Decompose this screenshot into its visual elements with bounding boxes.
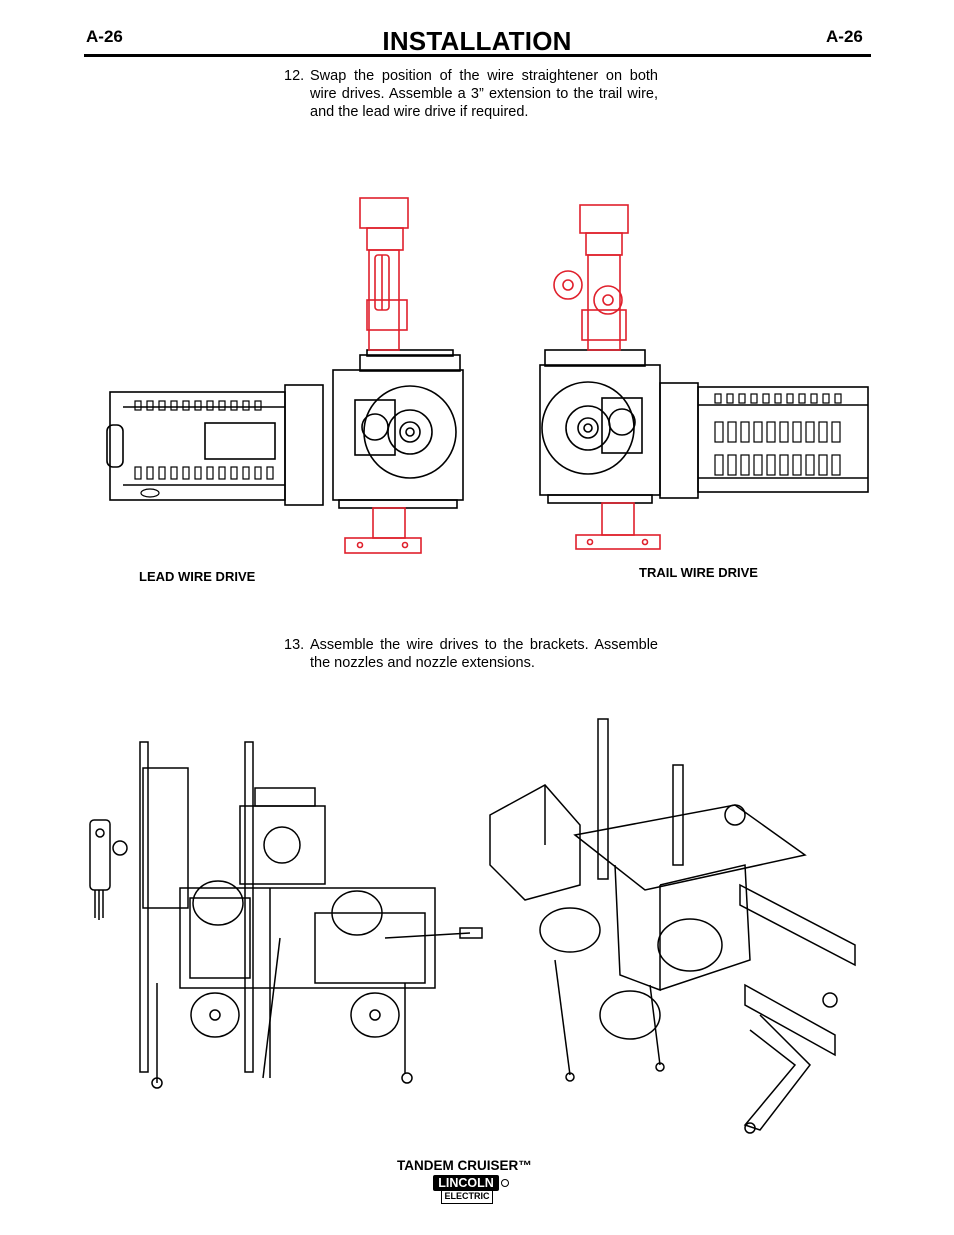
lead-wire-drive-illustration [106, 197, 464, 554]
logo-top-text: LINCOLN [433, 1175, 499, 1191]
step-13-text: Assemble the wire drives to the brackets… [310, 637, 658, 671]
trail-wire-drive-caption: TRAIL WIRE DRIVE [639, 565, 758, 580]
page-number-left: A-26 [86, 27, 123, 46]
tandem-assembly-isometric-illustration [489, 718, 856, 1134]
lead-wire-drive-caption: LEAD WIRE DRIVE [139, 569, 256, 584]
product-name: TANDEM CRUISER™ [397, 1158, 532, 1173]
step-12-number: 12. [284, 68, 305, 84]
tandem-assembly-front-illustration [89, 741, 483, 1089]
header-rule [84, 54, 871, 57]
page-number-right: A-26 [826, 27, 863, 46]
step-13: 13. Assemble the wire drives to the brac… [284, 636, 658, 676]
step-12: 12. Swap the position of the wire straig… [284, 67, 658, 123]
step-13-number: 13. [284, 637, 305, 653]
lincoln-electric-logo: LINCOLN ELECTRIC [433, 1175, 509, 1205]
step-12-text: Swap the position of the wire straighten… [310, 68, 658, 120]
trail-wire-drive-illustration [539, 204, 869, 550]
registered-mark [501, 1179, 509, 1187]
page-title: INSTALLATION [382, 26, 572, 56]
logo-bottom-text: ELECTRIC [441, 1190, 493, 1204]
